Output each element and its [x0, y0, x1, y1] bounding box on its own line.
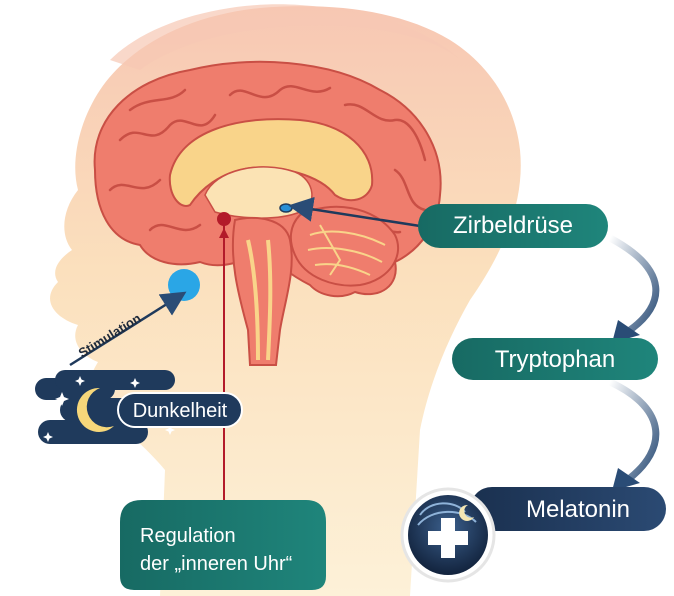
darkness-label: Dunkelheit: [133, 400, 228, 422]
pineal-label: Zirbeldrüse: [453, 212, 573, 239]
curve-arrow-1: [610, 238, 656, 330]
regulation-line2: der „inneren Uhr“: [140, 553, 292, 575]
pineal-gland: [280, 204, 292, 212]
curve-arrow-2: [610, 382, 656, 478]
eye-receptor-dot: [168, 269, 200, 301]
tryptophan-label: Tryptophan: [495, 346, 616, 373]
sleep-plus-icon: [402, 489, 494, 581]
scn-dot: [217, 212, 231, 226]
regulation-line1: Regulation: [140, 525, 236, 547]
melatonin-label: Melatonin: [526, 496, 630, 523]
